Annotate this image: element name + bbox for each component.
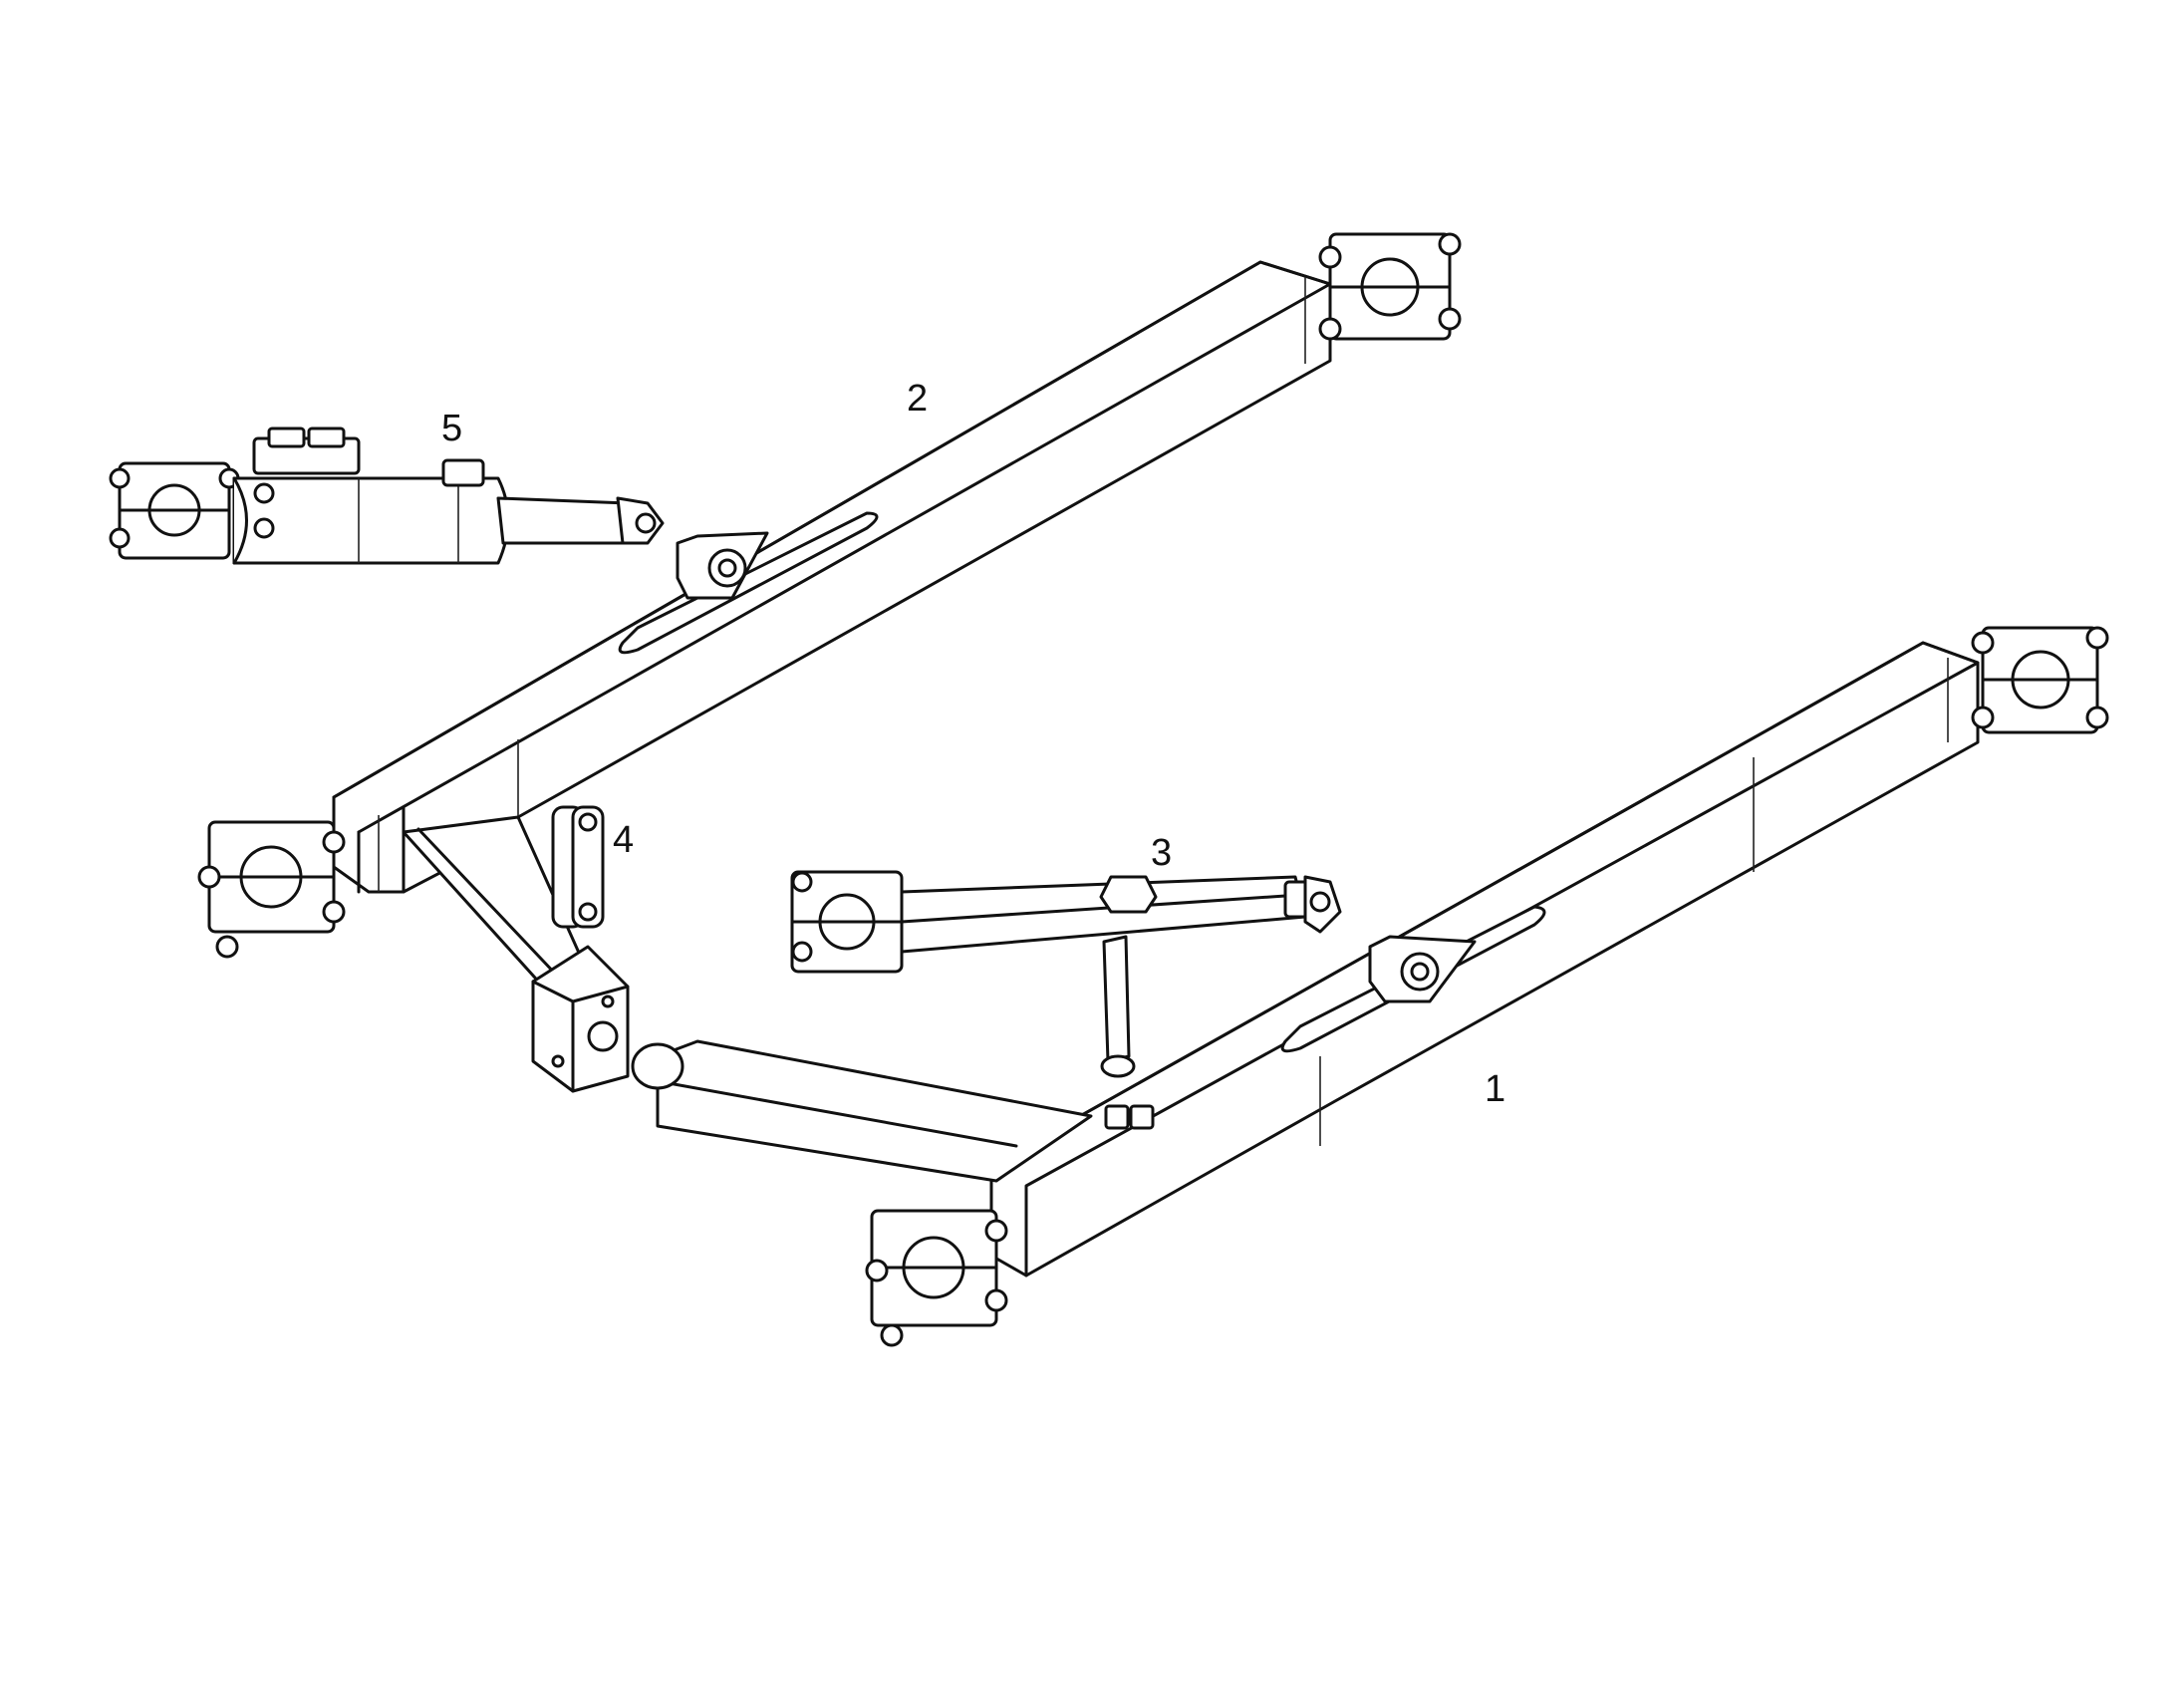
callout-4: 4 [613,819,634,861]
callout-3: 3 [1151,832,1172,874]
part-1-lower-lift-arm [631,626,2109,1347]
callout-5: 5 [441,408,462,449]
part-2-upper-lift-arm [197,232,1462,989]
part-4-link-bracket [531,805,630,1093]
callout-1: 1 [1485,1068,1505,1110]
part-3-top-link [790,870,1342,1078]
part-5-hydraulic-cylinder [109,426,665,565]
callout-2: 2 [907,378,928,420]
